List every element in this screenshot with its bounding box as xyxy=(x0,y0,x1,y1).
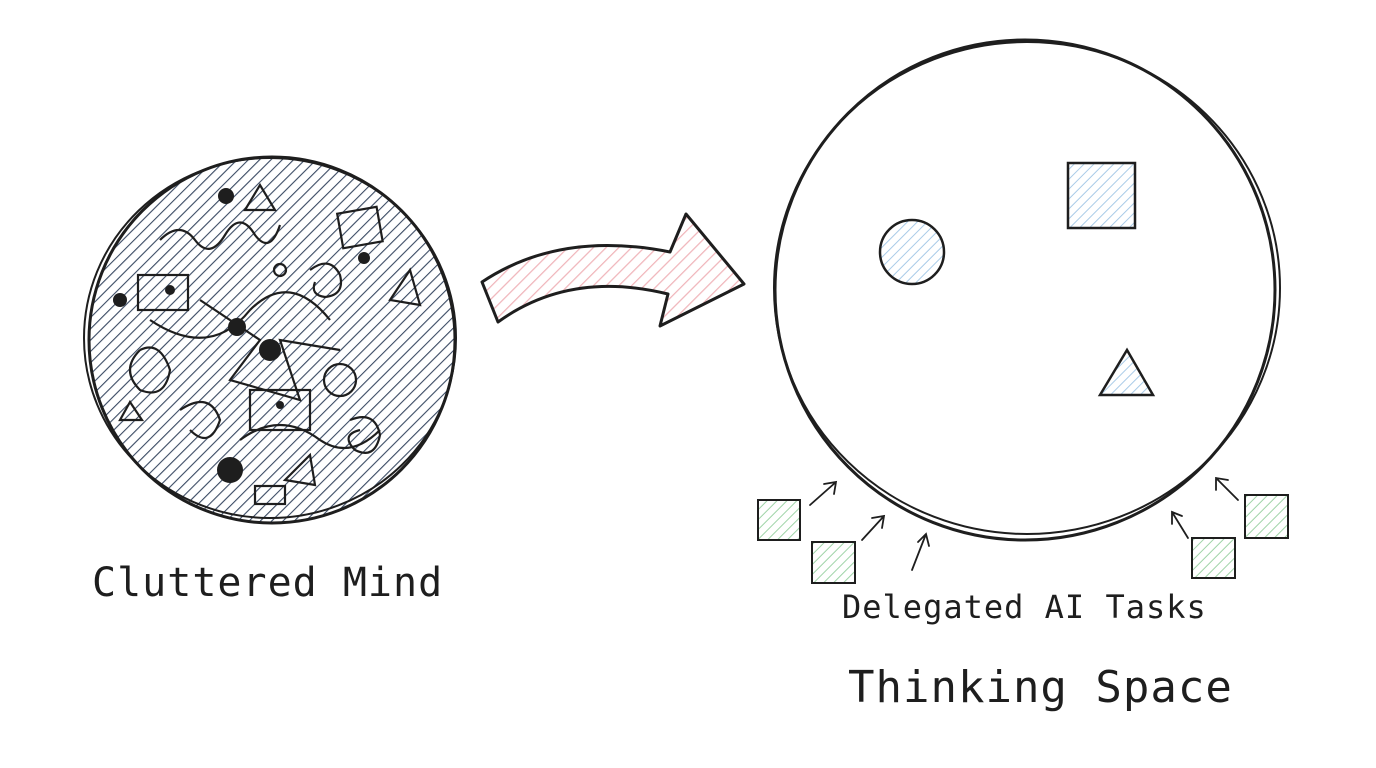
clutter-scribbles xyxy=(118,182,422,506)
delegated-ai-tasks-label: Delegated AI Tasks xyxy=(842,588,1207,626)
clutter-dots xyxy=(113,188,370,483)
idea-square-shape xyxy=(1066,161,1137,230)
idea-triangle-shape xyxy=(1097,347,1156,397)
delegated-task-squares xyxy=(757,494,1289,584)
task-arrows xyxy=(809,476,1239,571)
cluttered-mind-label: Cluttered Mind xyxy=(92,560,444,606)
thinking-space-circle xyxy=(773,38,1281,542)
idea-circle-shape xyxy=(878,218,946,286)
transition-arrow xyxy=(480,212,746,328)
thinking-space-label: Thinking Space xyxy=(848,662,1233,713)
